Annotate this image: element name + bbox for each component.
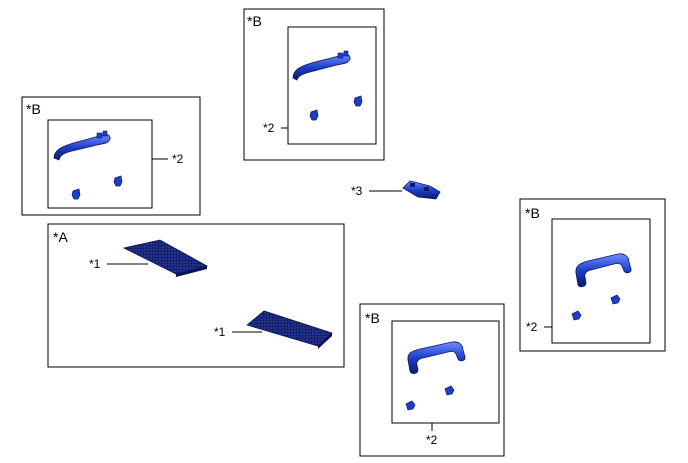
assist-grip-handle-icon (575, 253, 632, 288)
group-right-label: *B (525, 205, 540, 221)
callout-label: *2 (263, 121, 275, 135)
group-top-center-outer-frame (243, 8, 385, 161)
floor-mat-icon (246, 310, 333, 349)
group-bottom-center-inner-frame (391, 320, 500, 424)
group-bottom-left-outer-frame (47, 223, 345, 368)
clip-icon (571, 294, 621, 321)
clip-icon (309, 95, 363, 121)
callout-label: *1 (214, 325, 226, 339)
group-left-inner-frame (47, 119, 153, 209)
group-top-center: *B *2 (243, 8, 385, 161)
floor-mat-icon (122, 239, 209, 277)
callout-label: *2 (426, 433, 438, 447)
cover-part: *3 (351, 180, 441, 200)
group-bottom-left-label: *A (53, 229, 68, 245)
group-left-label: *B (26, 101, 41, 117)
group-right: *B *2 (519, 198, 666, 352)
group-right-outer-frame (519, 198, 666, 352)
group-bottom-center: *B *2 (359, 303, 505, 457)
group-top-center-inner-frame (287, 26, 377, 145)
assist-grip-handle-icon (53, 130, 111, 161)
group-bottom-center-label: *B (365, 310, 380, 326)
assist-grip-handle-icon (407, 341, 466, 374)
group-bottom-left: *A *1 *1 (47, 223, 345, 368)
callout-label: *2 (172, 152, 184, 166)
callout-label: *3 (351, 184, 363, 198)
callout-label: *2 (526, 320, 538, 334)
callout-label: *1 (89, 257, 101, 271)
group-top-center-label: *B (247, 13, 262, 29)
group-left: *B *2 (21, 96, 201, 216)
clip-icon (405, 385, 455, 411)
clip-icon (71, 175, 123, 200)
group-bottom-center-outer-frame (359, 303, 505, 457)
group-right-inner-frame (551, 218, 651, 344)
group-left-outer-frame (21, 96, 201, 216)
roof-cover-icon (402, 180, 441, 200)
assist-grip-handle-icon (292, 50, 351, 81)
